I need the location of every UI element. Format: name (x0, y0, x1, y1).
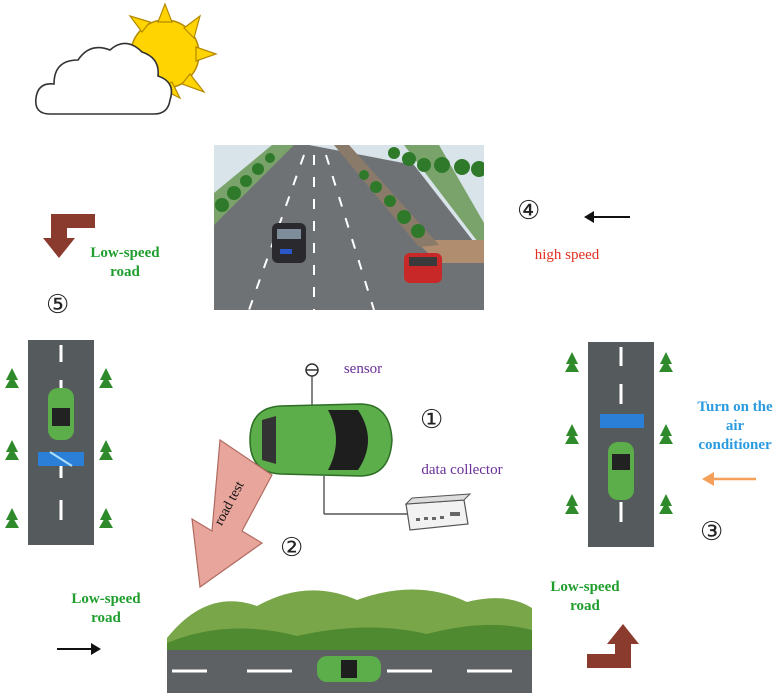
data-collector-label: data collector (421, 462, 503, 478)
right-arrow-icon (57, 643, 101, 655)
data-collector-icon (404, 493, 472, 531)
turn-on-ac-label: Turn on the air conditioner (697, 399, 773, 453)
bottom-road-scene (167, 589, 532, 693)
turn-up-arrow-icon (587, 624, 639, 668)
step-2-number: ② (280, 533, 304, 563)
low-speed-label-bottom-right: Low-speed road (550, 579, 620, 614)
orange-left-arrow-icon (702, 472, 756, 486)
step-1-number: ① (420, 405, 444, 435)
high-speed-label: high speed (534, 247, 600, 263)
air-conditioner-icon-right (600, 414, 644, 428)
sun-cloud-icon (34, 2, 218, 115)
highway-scene (214, 145, 484, 310)
car-top-view-right (608, 442, 634, 500)
sensor-label: sensor (343, 361, 383, 377)
right-road-scene (565, 342, 673, 547)
cloud-icon (34, 42, 173, 115)
low-speed-label-bottom-left: Low-speed road (71, 591, 141, 626)
low-speed-label-top: Low-speed road (90, 245, 160, 280)
turn-arrow-icon (43, 214, 95, 258)
center-car-scene (249, 363, 472, 531)
step-3-number: ③ (700, 517, 724, 547)
road-test-arrow-icon (191, 438, 273, 589)
step-4-number: ④ (517, 196, 541, 226)
step-5-number: ⑤ (46, 290, 70, 320)
left-road-scene (5, 340, 113, 545)
left-arrow-icon (584, 211, 630, 223)
